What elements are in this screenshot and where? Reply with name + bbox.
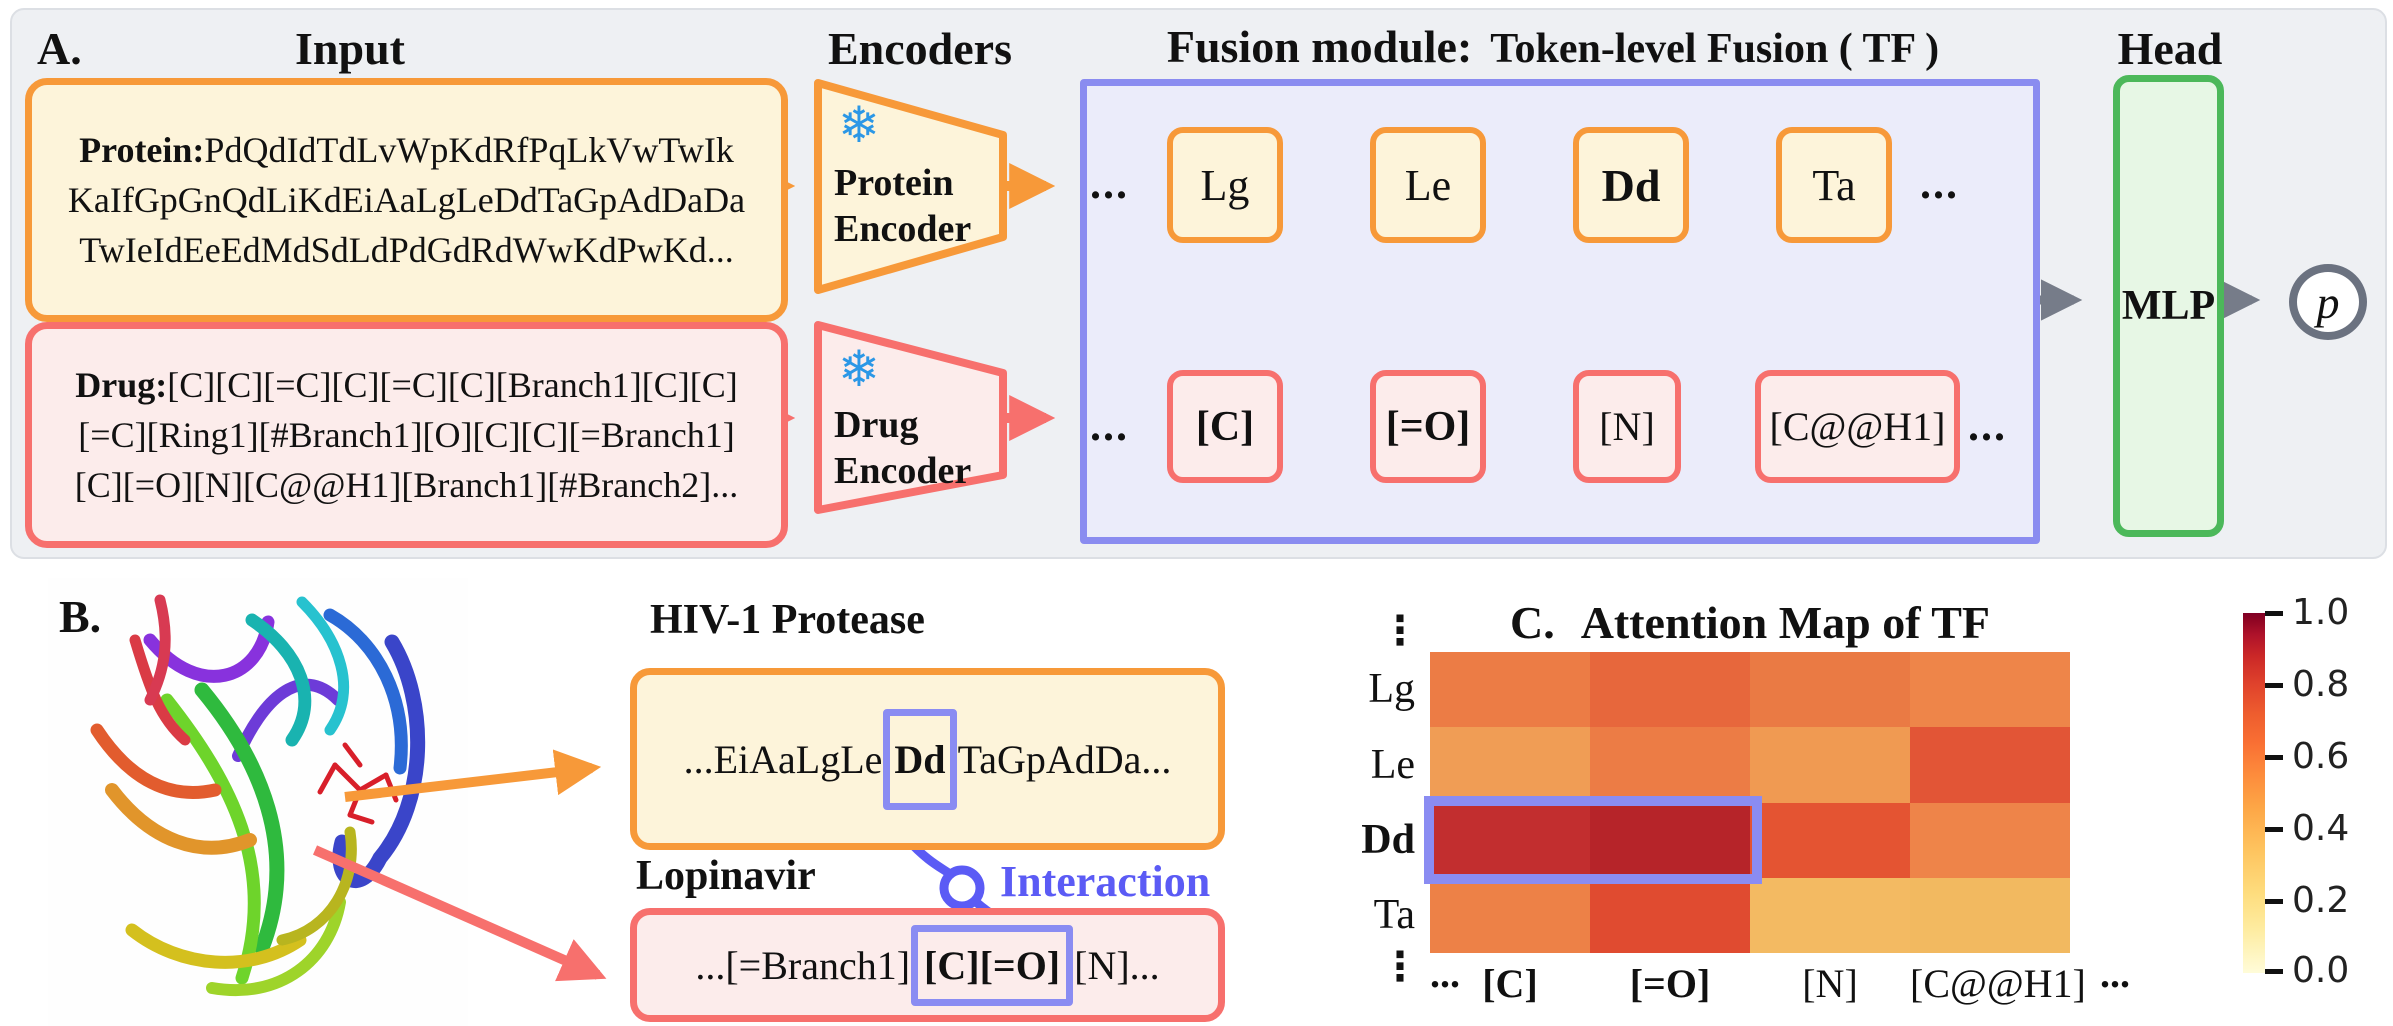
arrow-structure-to-protein-seq xyxy=(344,749,602,802)
protein-token: Lg xyxy=(1167,127,1283,243)
heatmap-cell xyxy=(1910,727,2070,803)
attention-heatmap xyxy=(1430,652,2070,953)
heatmap-cell xyxy=(1750,652,1910,728)
heatmap-cell xyxy=(1910,802,2070,878)
drug-sequence-line2: [=C][Ring1][#Branch1][O][C][C][=Branch1] xyxy=(78,415,735,455)
heatmap-col-label: [C@@H1] xyxy=(1910,961,2086,1006)
heatmap-x-ellipsis: ... xyxy=(1430,951,1460,996)
drug-sequence-line3: [C][=O][N][C@@H1][Branch1][#Branch2]... xyxy=(74,465,739,505)
colorbar-tick-label: 0.6 xyxy=(2292,736,2350,777)
heatmap-col-label-highlighted: [=O] xyxy=(1629,961,1711,1006)
colorbar-tick xyxy=(2265,611,2283,616)
head-title: Head xyxy=(2117,23,2223,74)
colorbar-tick-label: 1.0 xyxy=(2292,592,2350,633)
heatmap-x-ellipsis: ... xyxy=(2100,951,2130,996)
ellipsis: ... xyxy=(1920,159,1959,208)
panel-a-label: A. xyxy=(37,23,82,74)
heatmap-cell xyxy=(1910,877,2070,953)
colorbar-tick xyxy=(2265,827,2283,832)
colorbar-tick-label: 0.0 xyxy=(2292,950,2350,991)
panel-b-label: B. xyxy=(59,591,102,642)
vertical-ellipsis: ⋮ xyxy=(1380,944,1420,990)
protein-sequence-line2: KaIfGpGnQdLiKdEiAaLgLeDdTaGpAdDaDa xyxy=(67,180,746,220)
heatmap-cell xyxy=(1590,727,1750,803)
mlp-box: MLP xyxy=(2113,75,2224,537)
snowflake-icon: ❄ xyxy=(838,97,880,153)
heatmap-highlight-rect xyxy=(1424,796,1762,884)
heatmap-cell xyxy=(1590,652,1750,728)
heatmap-cell xyxy=(1750,877,1910,953)
heatmap-cell xyxy=(1430,802,1590,878)
drug-encoder-label: Drug Encoder xyxy=(834,404,972,492)
colorbar-tick xyxy=(2265,899,2283,904)
output-p-node: p xyxy=(2289,264,2367,340)
panel-c-title: C. Attention Map of TF xyxy=(1509,597,1991,648)
heatmap-row-label: Ta xyxy=(1373,892,1415,938)
heatmap-cell xyxy=(1430,727,1590,803)
input-title: Input xyxy=(295,23,405,74)
heatmap-row-label-highlighted: Dd xyxy=(1361,817,1415,863)
ellipsis: ... xyxy=(1090,159,1129,208)
protein-name: HIV-1 Protease xyxy=(650,597,925,643)
snowflake-icon: ❄ xyxy=(838,341,880,397)
protein-token-highlighted: Dd xyxy=(1573,127,1689,243)
drug-input-box: Drug:[C][C][=C][C][=C][C][Branch1][C][C]… xyxy=(25,322,788,548)
heatmap-cell xyxy=(1750,802,1910,878)
heatmap-cell xyxy=(1750,727,1910,803)
heatmap-cell xyxy=(1430,652,1590,728)
heatmap-cell xyxy=(1590,802,1750,878)
colorbar-tick-label: 0.2 xyxy=(2292,880,2350,921)
interaction-label: Interaction xyxy=(1000,857,1211,906)
protein-encoder-label: Protein Encoder xyxy=(834,162,972,250)
drug-token-highlighted: [C] xyxy=(1167,370,1283,483)
vertical-ellipsis: ⋮ xyxy=(1380,608,1420,654)
ellipsis: ... xyxy=(1090,401,1129,450)
protein-encoder-shape xyxy=(814,79,1007,294)
heatmap-row-label: Lg xyxy=(1368,666,1415,712)
heatmap-col-label-highlighted: [C] xyxy=(1482,961,1538,1006)
drug-highlight-token: [C][=O] xyxy=(911,924,1074,1006)
heatmap-cell xyxy=(1430,877,1590,953)
protein-token: Le xyxy=(1370,127,1486,243)
drug-token-highlighted: [=O] xyxy=(1370,370,1486,483)
colorbar-tick xyxy=(2265,755,2283,760)
fusion-title: Fusion module: Token-level Fusion ( TF ) xyxy=(1166,21,1940,72)
ellipsis: ... xyxy=(1968,401,2007,450)
drug-sequence-line1: Drug:[C][C][=C][C][=C][C][Branch1][C][C] xyxy=(75,365,738,405)
colorbar-tick-label: 0.4 xyxy=(2292,808,2350,849)
protein-highlight-token: Dd xyxy=(883,708,957,810)
protein-input-box: Protein:PdQdIdTdLvWpKdRfPqLkVwTwIk KaIfG… xyxy=(25,78,788,322)
encoders-title: Encoders xyxy=(828,23,1012,74)
drug-name: Lopinavir xyxy=(636,853,816,899)
protein-sequence-line3: TwIeIdEeEdMdSdLdPdGdRdWwKdPwKd... xyxy=(79,230,734,270)
drug-encoder-shape xyxy=(814,321,1007,514)
protein-token: Ta xyxy=(1776,127,1892,243)
protein-sequence-line1: Protein:PdQdIdTdLvWpKdRfPqLkVwTwIk xyxy=(79,130,734,170)
drug-token: [N] xyxy=(1573,370,1681,483)
drug-sequence-box: ...[=Branch1][C][=O][N]... xyxy=(630,908,1225,1022)
heatmap-row-label: Le xyxy=(1370,742,1415,788)
protein-structure-image xyxy=(48,578,468,1026)
colorbar-tick-label: 0.8 xyxy=(2292,664,2350,705)
drug-token: [C@@H1] xyxy=(1755,370,1960,483)
colorbar xyxy=(2243,613,2265,973)
arrow-ligand-to-drug-seq xyxy=(312,845,607,982)
colorbar-tick xyxy=(2265,683,2283,688)
heatmap-cell xyxy=(1590,877,1750,953)
heatmap-cell xyxy=(1910,652,2070,728)
heatmap-col-label: [N] xyxy=(1802,961,1858,1006)
colorbar-tick xyxy=(2265,969,2283,974)
